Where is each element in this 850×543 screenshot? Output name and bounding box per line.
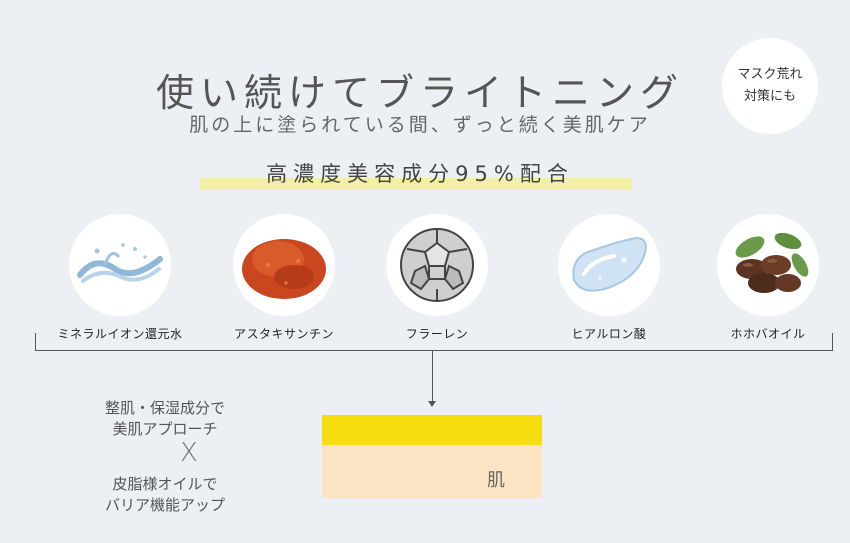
moisturizing-text: 整肌・保湿成分で 美肌アプローチ xyxy=(60,398,270,440)
ingredient-label: アスタキサンチン xyxy=(233,327,334,341)
skin-layer xyxy=(322,445,542,498)
ingredient-astaxanthin: アスタキサンチン xyxy=(204,214,364,342)
fullerene-molecule-icon xyxy=(386,214,488,316)
ingredient-label: ミネラルイオン還元水 xyxy=(57,327,183,341)
down-arrow-line xyxy=(432,351,433,403)
red-powder-icon xyxy=(233,214,335,316)
product-layer xyxy=(322,415,542,445)
subheadline: 肌の上に塗られている間、ずっと続く美肌ケア xyxy=(189,114,651,136)
ingredient-mineral-water: ミネラルイオン還元水 xyxy=(40,214,200,342)
ingredient-hyaluronic-acid: ヒアルロン酸 xyxy=(529,214,689,342)
barrier-line-2: バリア機能アップ xyxy=(104,496,225,514)
ingredient-label: フラーレン xyxy=(405,327,469,341)
hyaluronic-gel-icon xyxy=(558,214,660,316)
ingredient-fullerene: フラーレン xyxy=(357,214,517,342)
barrier-text: 皮脂様オイルで バリア機能アップ xyxy=(60,474,270,516)
down-arrow-icon xyxy=(428,401,436,407)
badge-line-2: 対策にも xyxy=(743,89,796,104)
formula-highlight xyxy=(200,178,632,190)
ingredients-bracket xyxy=(35,333,833,351)
headline: 使い続けてブライトニング xyxy=(155,71,684,115)
ingredient-jojoba-oil: ホホバオイル xyxy=(688,214,848,342)
skin-label: 肌 xyxy=(487,470,505,491)
ingredient-label: ヒアルロン酸 xyxy=(571,327,647,341)
mask-badge: マスク荒れ 対策にも xyxy=(722,38,818,134)
moisturizing-line-1: 整肌・保湿成分で xyxy=(104,399,225,417)
jojoba-seeds-icon xyxy=(717,214,819,316)
ingredient-label: ホホバオイル xyxy=(730,327,806,341)
barrier-line-1: 皮脂様オイルで xyxy=(112,475,218,493)
badge-line-1: マスク荒れ xyxy=(737,67,803,82)
formula-title: 高濃度美容成分95%配合 xyxy=(266,162,574,186)
cross-mark: X xyxy=(180,438,198,468)
moisturizing-line-2: 美肌アプローチ xyxy=(112,420,218,438)
water-splash-icon xyxy=(69,214,171,316)
